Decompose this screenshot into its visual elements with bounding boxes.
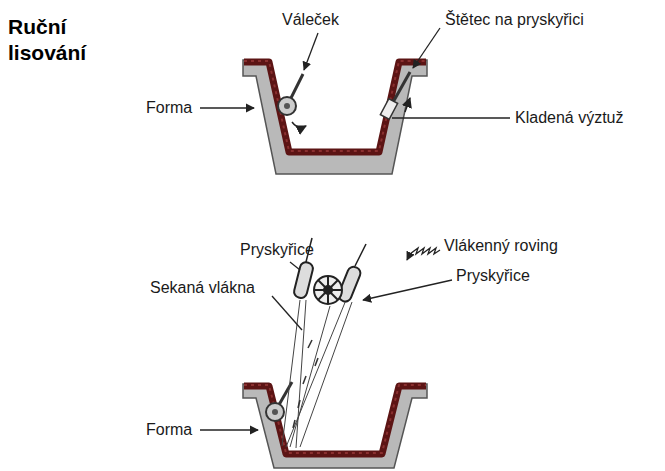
part-label: Pryskyřice <box>240 240 314 259</box>
part-label: Sekaná vlákna <box>150 278 255 297</box>
roller <box>278 74 306 127</box>
part-label: Vlákenný roving <box>444 236 558 255</box>
part-label: Kladená výztuž <box>515 108 624 127</box>
mold-bottom <box>243 384 427 468</box>
leader-lines <box>200 28 510 118</box>
part-label: Váleček <box>282 10 339 29</box>
part-label: Forma <box>146 98 192 117</box>
leader-lines <box>200 248 452 430</box>
title: Ruční lisování <box>8 14 103 67</box>
brush <box>380 72 410 119</box>
roller <box>266 382 292 421</box>
part-label: Pryskyřice <box>456 266 530 285</box>
part-label: Štětec na pryskyřici <box>445 10 584 29</box>
mold-top <box>243 60 427 174</box>
spray-gun <box>282 238 366 448</box>
part-label: Forma <box>146 420 192 439</box>
